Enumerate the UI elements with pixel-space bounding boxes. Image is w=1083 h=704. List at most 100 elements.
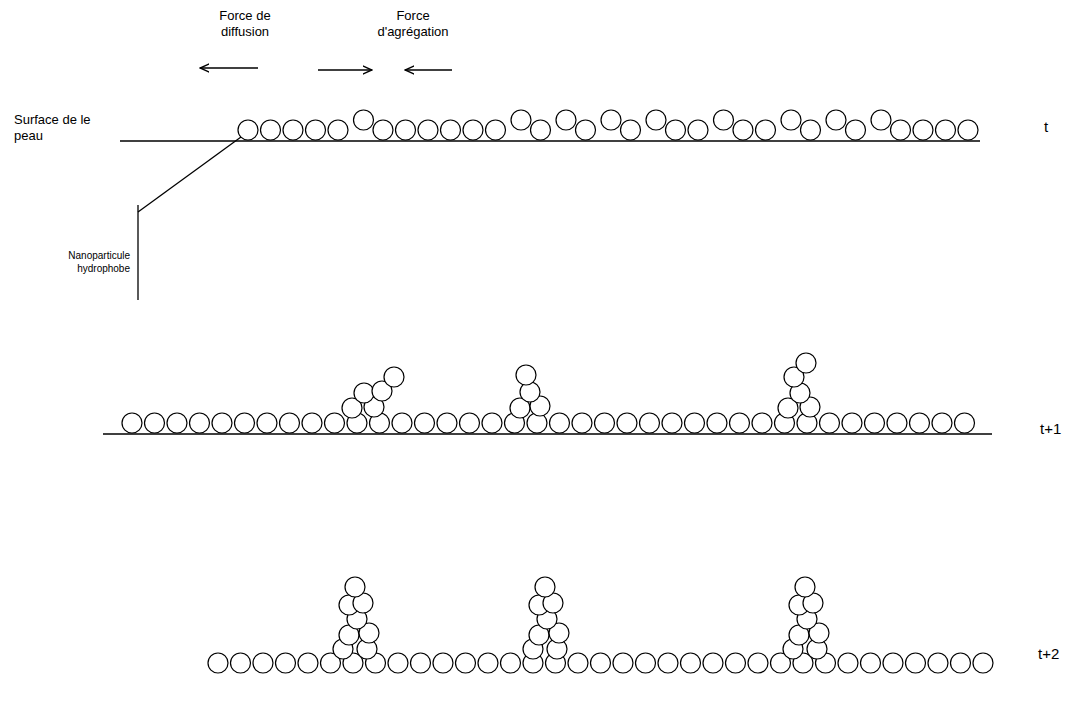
nanoparticle <box>328 120 348 140</box>
nanoparticle <box>707 413 727 433</box>
nanoparticle <box>373 120 393 140</box>
nanoparticle <box>906 653 926 673</box>
force-label: Force d'agrégation <box>373 8 453 41</box>
nanoparticle <box>388 653 408 673</box>
aggregation-arrow <box>405 69 452 70</box>
nanoparticle <box>167 413 187 433</box>
nanoparticle <box>666 120 686 140</box>
nanoparticle <box>756 120 776 140</box>
nanoparticle <box>122 413 142 433</box>
nanoparticle <box>826 110 846 130</box>
nanoparticle <box>613 653 633 673</box>
nanoparticle <box>437 413 457 433</box>
nanoparticle <box>460 413 480 433</box>
nanoparticle <box>865 413 885 433</box>
time-label: t+1 <box>1040 420 1078 439</box>
nanoparticle <box>550 413 570 433</box>
nanoparticle <box>145 413 165 433</box>
nanoparticle <box>681 653 701 673</box>
nanoparticle <box>617 413 637 433</box>
nanoparticle <box>411 653 431 673</box>
nanoparticle <box>257 413 277 433</box>
nanoparticle <box>392 413 412 433</box>
nanoparticle <box>932 413 952 433</box>
nanoparticle <box>662 413 682 433</box>
nanoparticle <box>384 367 404 387</box>
label-bar <box>137 205 138 300</box>
nanoparticle <box>276 653 296 673</box>
nanoparticle <box>535 577 555 597</box>
nanoparticle <box>463 120 483 140</box>
nanoparticle <box>733 120 753 140</box>
nanoparticle <box>685 413 705 433</box>
nanoparticle <box>231 653 251 673</box>
nanoparticle <box>688 120 708 140</box>
nanoparticle <box>396 120 416 140</box>
nanoparticle <box>726 653 746 673</box>
force-label: Force de diffusion <box>205 8 285 41</box>
nanoparticle <box>795 577 815 597</box>
nanoparticle <box>556 110 576 130</box>
nanoparticle <box>591 653 611 673</box>
nanoparticle <box>883 653 903 673</box>
nanoparticle <box>973 653 993 673</box>
nanoparticle <box>646 110 666 130</box>
particle-label: Nanoparticule hydrophobe <box>40 250 130 275</box>
nanoparticle <box>730 413 750 433</box>
nanoparticle <box>748 653 768 673</box>
nanoparticle <box>658 653 678 673</box>
nanoparticle <box>820 413 840 433</box>
nanoparticle <box>354 110 374 130</box>
nanoparticle <box>501 653 521 673</box>
nanoparticle <box>576 120 596 140</box>
diffusion-arrow <box>318 69 372 70</box>
diffusion-arrow <box>200 67 258 68</box>
nanoparticle <box>280 413 300 433</box>
nanoparticle <box>801 120 821 140</box>
particle-group <box>122 110 993 673</box>
nanoparticle <box>516 365 536 385</box>
nanoparticle <box>511 110 531 130</box>
nanoparticle <box>958 120 978 140</box>
nanoparticle <box>621 120 641 140</box>
nanoparticle <box>636 653 656 673</box>
nanoparticle <box>302 413 322 433</box>
nanoparticle <box>714 110 734 130</box>
nanoparticle <box>955 413 975 433</box>
nanoparticle <box>601 110 621 130</box>
nanoparticle <box>910 413 930 433</box>
nanoparticle <box>951 653 971 673</box>
nanoparticle <box>354 383 374 403</box>
nanoparticle <box>703 653 723 673</box>
nanoparticle <box>568 653 588 673</box>
nanoparticle <box>891 120 911 140</box>
nanoparticle <box>325 413 345 433</box>
nanoparticle <box>861 653 881 673</box>
nanoparticle <box>531 120 551 140</box>
leader-line <box>138 137 241 212</box>
nanoparticle <box>781 110 801 130</box>
nanoparticle <box>190 413 210 433</box>
time-label: t+2 <box>1038 645 1078 664</box>
skin-surface-line <box>103 433 992 434</box>
nanoparticle <box>842 413 862 433</box>
nanoparticle <box>640 413 660 433</box>
nanoparticle <box>208 653 228 673</box>
nanoparticle <box>595 413 615 433</box>
nanoparticle <box>478 653 498 673</box>
nanoparticle <box>261 120 281 140</box>
surface-label: Surface de le peau <box>14 112 96 145</box>
nanoparticle <box>298 653 318 673</box>
nanoparticle <box>253 653 273 673</box>
nanoparticle <box>235 413 255 433</box>
nanoparticle <box>345 577 365 597</box>
time-label: t <box>1044 118 1074 137</box>
nanoparticle <box>936 120 956 140</box>
nanoparticle <box>752 413 772 433</box>
nanoparticle <box>456 653 476 673</box>
nanoparticle <box>418 120 438 140</box>
nanoparticle <box>212 413 232 433</box>
nanoparticle <box>482 413 502 433</box>
nanoparticle <box>796 353 816 373</box>
